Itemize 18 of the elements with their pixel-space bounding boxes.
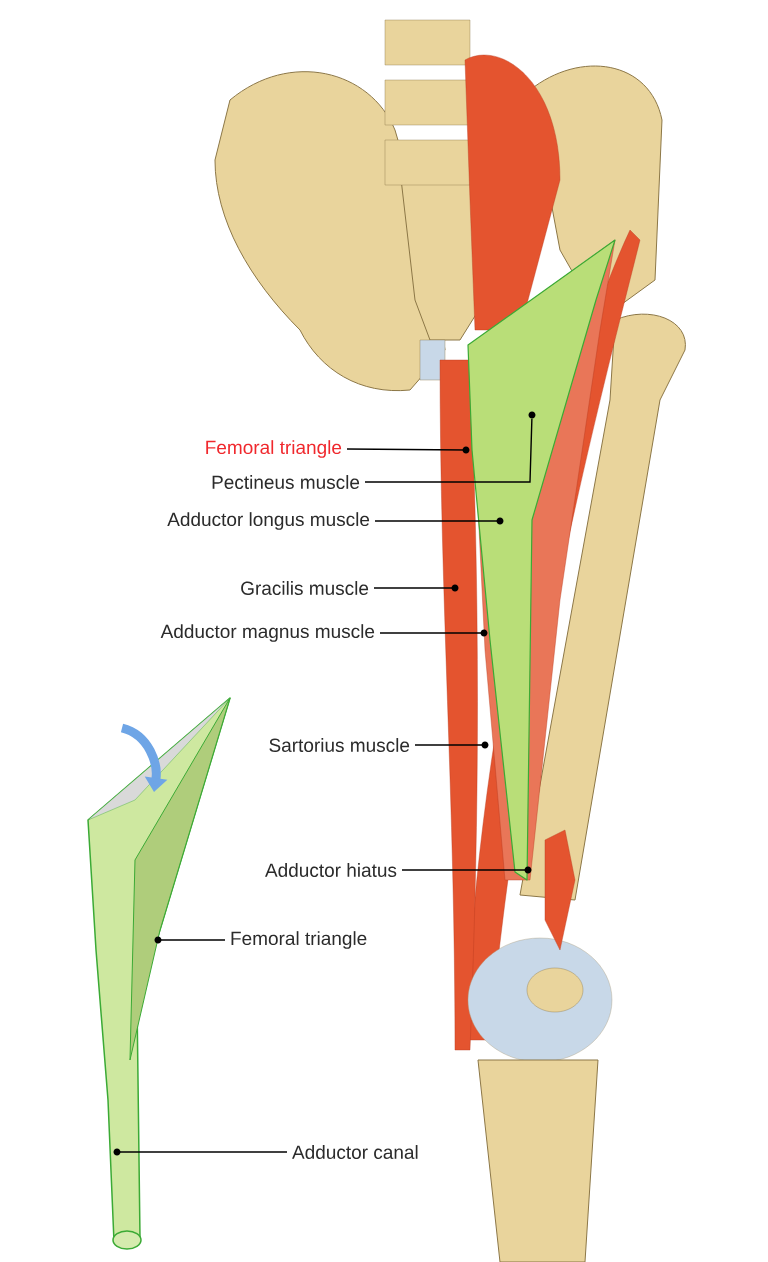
leader-line: [364, 418, 533, 483]
leader-line: [401, 869, 529, 871]
label-text: Sartorius muscle: [269, 738, 410, 752]
label-text: Gracilis muscle: [241, 581, 369, 595]
leader-line: [414, 744, 486, 746]
leader-line: [116, 1151, 288, 1153]
label-text: Pectineus muscle: [212, 475, 360, 489]
label-text: Adductor canal: [292, 1145, 418, 1159]
leader-line: [379, 632, 485, 634]
label-text: Femoral triangle: [206, 440, 342, 458]
leader-line: [346, 448, 467, 451]
leader-line: [373, 587, 456, 589]
label-text: Adductor hiatus: [265, 863, 397, 877]
label-text: Adductor magnus muscle: [160, 624, 375, 642]
label-text: Femoral triangle: [231, 931, 367, 949]
leader-line: [374, 520, 501, 522]
label-text: Adductor longus muscle: [167, 512, 370, 530]
leader-line: [157, 939, 226, 941]
